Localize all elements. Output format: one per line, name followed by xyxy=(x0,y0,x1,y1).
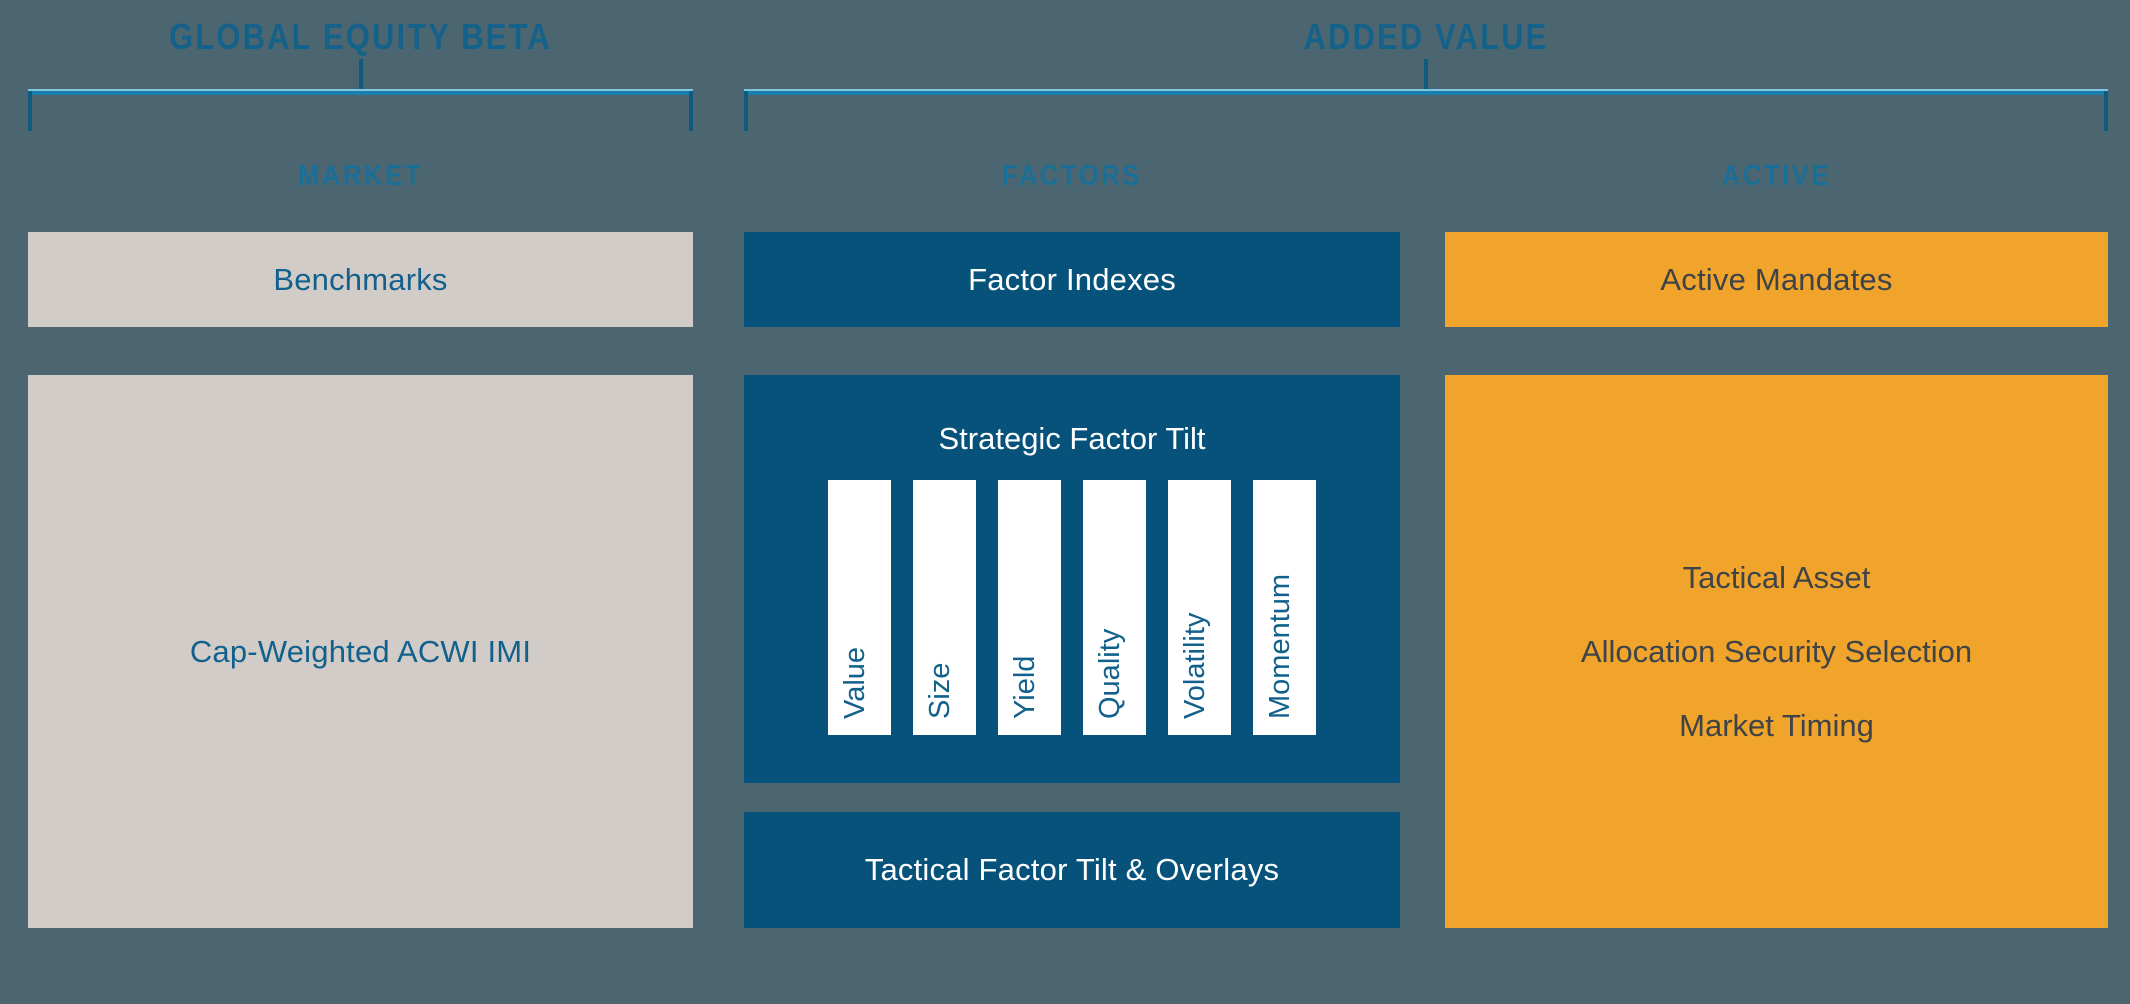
active-line-tactical-asset: Tactical Asset xyxy=(1682,559,1871,595)
panel-benchmarks-label: Benchmarks xyxy=(273,261,448,297)
factor-bar-label-wrap: Quality xyxy=(1083,629,1146,719)
group-title-added-value: ADDED VALUE xyxy=(1303,16,1549,57)
factor-bar-label-wrap: Volatility xyxy=(1168,613,1231,719)
bracket-leg-left xyxy=(744,91,748,131)
factor-bar-label: Quality xyxy=(1093,628,1126,719)
factor-bar-label: Value xyxy=(838,646,871,719)
group-title-global-equity-beta: GLOBAL EQUITY BETA xyxy=(169,16,552,57)
panel-tactical-factor-tilt-overlays[interactable]: Tactical Factor Tilt & Overlays xyxy=(744,812,1400,928)
factor-bar-value[interactable]: Value xyxy=(828,480,891,735)
panel-active-mandates-label: Active Mandates xyxy=(1660,261,1893,297)
factor-bar-label: Volatility xyxy=(1178,612,1211,719)
active-line-market-timing: Market Timing xyxy=(1679,707,1874,743)
factor-bar-label: Momentum xyxy=(1263,573,1296,719)
panel-factor-indexes[interactable]: Factor Indexes xyxy=(744,232,1400,327)
factor-bar-size[interactable]: Size xyxy=(913,480,976,735)
panel-strategic-factor-tilt[interactable]: Strategic Factor Tilt Value Size Yield Q… xyxy=(744,375,1400,783)
bracket-added-value xyxy=(744,59,2108,131)
bracket-leg-left xyxy=(28,91,32,131)
factor-bar-label-wrap: Momentum xyxy=(1253,574,1316,719)
bracket-stem xyxy=(358,59,363,93)
panel-active-mandates[interactable]: Active Mandates xyxy=(1445,232,2108,327)
column-caption-market: MARKET xyxy=(297,160,423,192)
bracket-bar xyxy=(28,91,693,95)
factor-bar-label-wrap: Value xyxy=(828,647,891,719)
active-line-allocation-security-selection: Allocation Security Selection xyxy=(1580,633,1973,669)
bracket-leg-right xyxy=(2104,91,2108,131)
factor-bar-quality[interactable]: Quality xyxy=(1083,480,1146,735)
strategic-factor-tilt-title: Strategic Factor Tilt xyxy=(938,421,1206,456)
bracket-leg-right xyxy=(689,91,693,131)
bracket-global-equity-beta xyxy=(28,59,693,131)
panel-factor-indexes-label: Factor Indexes xyxy=(968,261,1176,297)
factor-bar-label-wrap: Yield xyxy=(998,656,1061,719)
factor-bar-yield[interactable]: Yield xyxy=(998,480,1061,735)
column-caption-active: ACTIVE xyxy=(1721,160,1832,192)
factor-bar-momentum[interactable]: Momentum xyxy=(1253,480,1316,735)
factor-bar-group: Value Size Yield Quality Volatil xyxy=(744,480,1400,735)
panel-tactical-label: Tactical Factor Tilt & Overlays xyxy=(864,852,1280,888)
factor-bar-label: Size xyxy=(923,662,956,719)
column-caption-factors: FACTORS xyxy=(1002,160,1142,192)
factor-bar-label: Yield xyxy=(1008,655,1041,719)
panel-market-body-label: Cap-Weighted ACWI IMI xyxy=(189,633,532,669)
factor-bar-label-wrap: Size xyxy=(913,656,976,719)
bracket-stem xyxy=(1424,59,1428,93)
panel-active-body[interactable]: Tactical Asset Allocation Security Selec… xyxy=(1445,375,2108,928)
factor-bar-volatility[interactable]: Volatility xyxy=(1168,480,1231,735)
panel-market-body[interactable]: Cap-Weighted ACWI IMI xyxy=(28,375,693,928)
bracket-bar xyxy=(744,91,2108,95)
panel-benchmarks[interactable]: Benchmarks xyxy=(28,232,693,327)
